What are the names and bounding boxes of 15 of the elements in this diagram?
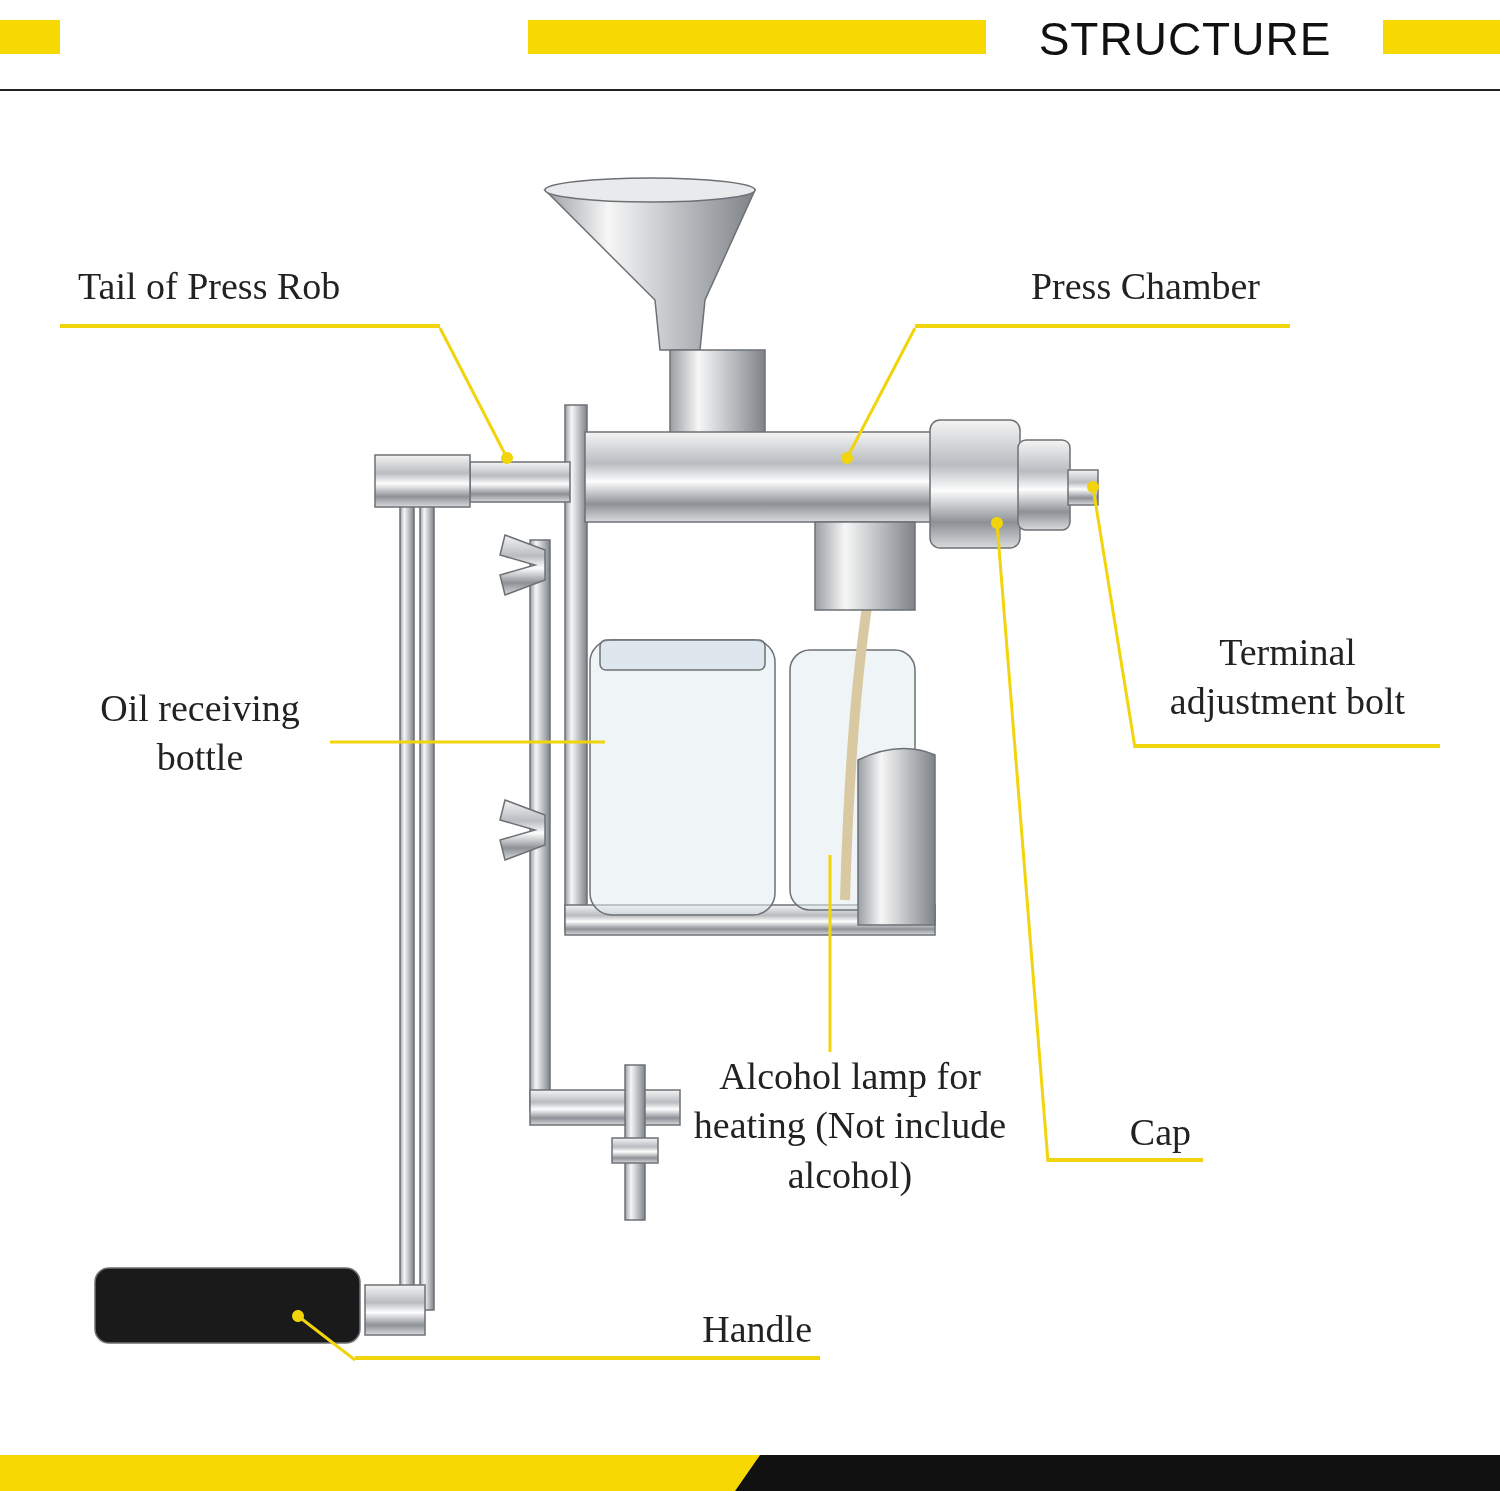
leader-line [1087,481,1137,749]
leader-line [438,327,513,464]
part-label: Tail of Press Rob [78,264,342,309]
part-label: Oil receiving bottle [99,686,301,781]
part-label: Terminal adjustment bolt [1168,630,1407,725]
part-label: Handle [701,1307,812,1352]
leader-line [991,517,1050,1163]
leader-line [292,1310,356,1362]
leader-line [330,740,605,744]
part-label: Press Chamber [1029,264,1260,309]
leader-line [841,327,917,464]
part-label: Cap [1128,1110,1191,1155]
part-label: Alcohol lamp for heating (Not include alcohol) [692,1054,1008,1198]
title: STRUCTURE [1037,12,1333,66]
leader-line [828,855,832,1052]
